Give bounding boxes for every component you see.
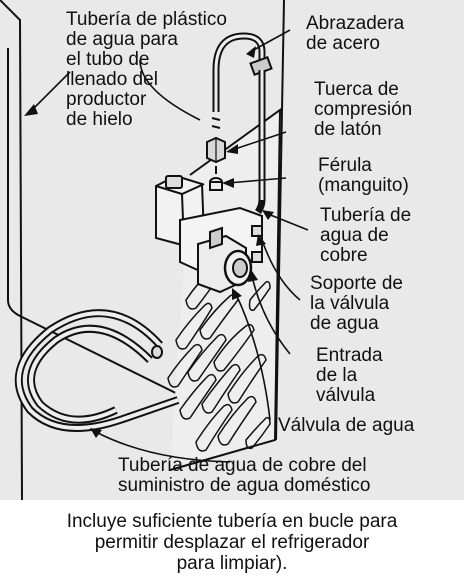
tube-dash-marks: [211, 117, 221, 129]
label-plastic-tube-line: el tubo de: [66, 49, 150, 70]
caption-line: Incluye suficiente tubería en bucle para: [66, 511, 398, 532]
label-supply-line: Tubería de agua de cobre del suministro …: [118, 456, 370, 496]
label-steel-clamp-line: Abrazadera: [306, 13, 405, 34]
cabinet-wall-line: [275, 0, 285, 441]
caption: Incluye suficiente tubería en bucle para…: [0, 511, 464, 574]
label-water-valve: Válvula de agua: [278, 416, 414, 436]
cabinet-front-curve: [7, 48, 201, 406]
leader-lines: [29, 29, 309, 463]
label-supply-line-line: Tubería de agua de cobre del: [118, 455, 367, 476]
valve-illustration: [0, 0, 309, 500]
label-ferrule: Férula (manguito): [318, 156, 409, 196]
ferrule: [209, 177, 223, 191]
label-ferrule-line: Férula: [318, 155, 372, 176]
brass-nut: [206, 136, 226, 164]
label-copper-tube-line: cobre: [320, 245, 368, 266]
supply-line-coil-inner: [16, 311, 179, 430]
label-plastic-tube-line: productor: [66, 89, 147, 110]
label-valve-inlet-line: Entrada: [316, 345, 383, 366]
label-valve-bracket-line: la válvula: [310, 293, 390, 314]
label-valve-bracket-line: Soporte de: [310, 273, 403, 294]
label-plastic-tube: Tubería de plástico de agua para el tubo…: [66, 10, 227, 130]
label-plastic-tube-line: de agua para: [66, 29, 178, 50]
label-valve-inlet-line: válvula: [316, 385, 376, 406]
label-brass-nut-line: Tuerca de: [314, 79, 399, 100]
leader-arrowheads: [24, 46, 274, 438]
valve-inlet: [223, 249, 253, 287]
label-copper-tube: Tubería de agua de cobre: [320, 206, 411, 266]
label-brass-nut-line: compresión: [314, 99, 413, 120]
label-brass-nut: Tuerca de compresión de latón: [314, 80, 412, 140]
vent-slots: [167, 266, 271, 452]
label-brass-nut-line: de latón: [314, 119, 382, 140]
label-copper-tube-line: Tubería de: [320, 205, 412, 226]
supply-line-end: [151, 345, 163, 359]
caption-line: para limpiar).: [176, 553, 288, 574]
label-ferrule-line: (manguito): [318, 175, 409, 196]
label-valve-bracket-line: de agua: [310, 313, 379, 334]
copper-tube: [255, 70, 266, 214]
label-supply-line-line: suministro de agua doméstico: [118, 475, 371, 496]
label-valve-inlet: Entrada de la válvula: [316, 346, 383, 406]
label-water-valve-line: Válvula de agua: [278, 415, 415, 436]
caption-line: permitir desplazar el refrigerador: [94, 532, 370, 553]
label-steel-clamp: Abrazadera de acero: [306, 14, 404, 54]
cabinet-side-edge: [0, 0, 23, 500]
bracket-screws: [251, 225, 263, 263]
label-steel-clamp-line: de acero: [306, 33, 380, 54]
label-plastic-tube-line: Tubería de plástico: [66, 9, 227, 30]
label-copper-tube-line: agua de: [320, 225, 389, 246]
label-plastic-tube-line: llenado del: [66, 69, 158, 90]
label-valve-inlet-line: de la: [316, 365, 358, 386]
label-valve-bracket: Soporte de la válvula de agua: [310, 274, 403, 334]
label-plastic-tube-line: de hielo: [66, 109, 133, 130]
diagram-area: Tubería de plástico de agua para el tubo…: [0, 0, 464, 500]
